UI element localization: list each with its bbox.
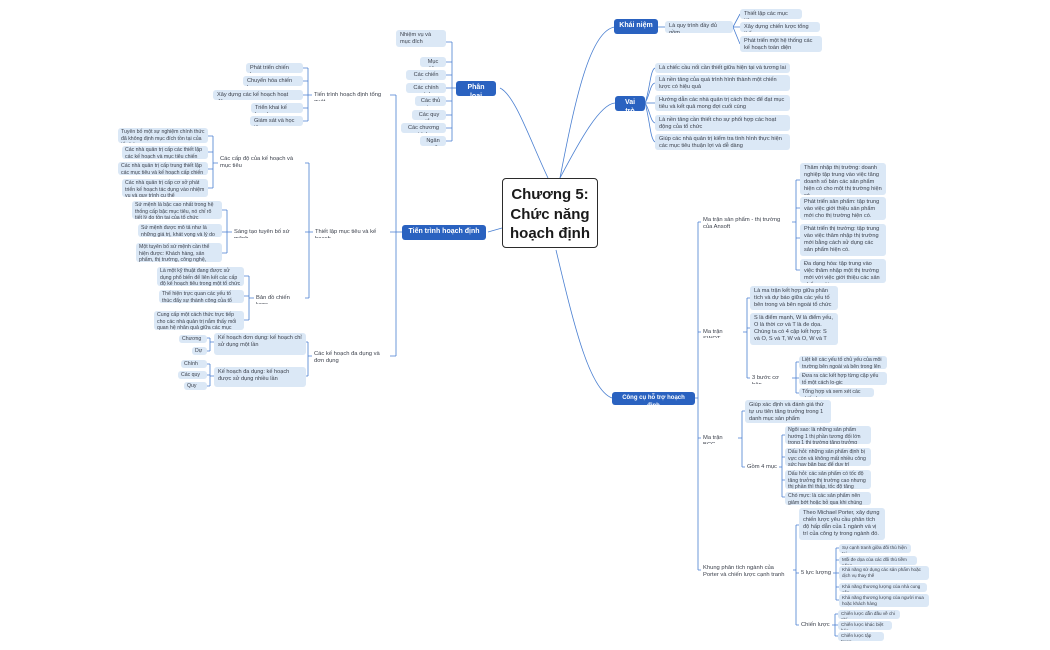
swot-item[interactable]: S là điểm mạnh, W là điểm yếu, O là thời…	[750, 313, 838, 345]
porter-strategy[interactable]: Chiến lược khác biệt hóa	[838, 621, 892, 630]
swot-label[interactable]: Ma trận SWOT	[703, 329, 723, 338]
ansoft-item[interactable]: Đa dạng hóa: tập trung vào việc thâm nhậ…	[800, 259, 886, 283]
topic-tien-trinh[interactable]: Tiến trình hoạch định	[402, 225, 486, 240]
su-menh-label[interactable]: Sáng tạo tuyên bố sứ mệnh	[234, 229, 290, 238]
porter-forces-label[interactable]: 5 lực lượng	[801, 570, 831, 576]
swot-step[interactable]: Liệt kê các yếu tố chủ yếu của môi trườn…	[799, 356, 887, 369]
tong-quat-item[interactable]: Giám sát và học tập	[250, 116, 303, 126]
vai-tro-item[interactable]: Là nền tảng của quá trình hình thành một…	[655, 75, 790, 91]
bcg-four-label[interactable]: Gồm 4 mục	[747, 464, 777, 470]
khai-niem-item[interactable]: Phát triển một hệ thống các kế hoạch toà…	[740, 36, 822, 52]
swot-item[interactable]: Là ma trận kết hợp giữa phân tích và dự …	[750, 286, 838, 310]
da-dung-item[interactable]: Các quy định	[178, 371, 207, 379]
ansoft-item[interactable]: Phát triển thị trường: tập trung vào việ…	[800, 224, 886, 256]
swot-steps-label[interactable]: 3 bước cơ bản	[752, 375, 779, 384]
su-menh-item[interactable]: Sứ mệnh là bậc cao nhất trong hệ thống c…	[132, 201, 222, 219]
porter-force[interactable]: Khả năng thương lượng của người mua hoặc…	[839, 594, 929, 607]
swot-step[interactable]: Tổng hợp và xem xét các chiến lược	[799, 388, 874, 397]
phan-loai-item[interactable]: Các chương trình	[401, 123, 446, 133]
cap-do-item[interactable]: Các nhà quản trị cấp các thiết lập các k…	[122, 146, 208, 159]
thiet-lap-label[interactable]: Thiết lập mục tiêu và kế hoạch	[315, 229, 377, 238]
cap-do-item[interactable]: Các nhà quản trị cấp cơ sở phát triển kế…	[122, 179, 208, 197]
don-dung-item[interactable]: Dự án	[192, 347, 207, 355]
porter-intro[interactable]: Theo Michael Porter, xây dựng chiến lược…	[799, 508, 885, 540]
ban-do-item[interactable]: Cung cấp một cách thức trực tiếp cho các…	[154, 311, 244, 330]
topic-phan-loai[interactable]: Phân loại	[456, 81, 496, 96]
porter-label[interactable]: Khung phân tích ngành của Porter và chiế…	[703, 565, 785, 579]
phan-loai-item[interactable]: Các chính sách	[406, 83, 446, 93]
tong-quat-item[interactable]: Chuyển hóa chiến lược	[243, 76, 303, 86]
tong-quat-item[interactable]: Phát triển chiến lược	[246, 63, 303, 73]
porter-force[interactable]: Sự cạnh tranh giữa đối thủ hiện tại	[839, 544, 911, 553]
phan-loai-item[interactable]: Mục tiêu	[420, 57, 446, 67]
bcg-quadrant[interactable]: Dấu hỏi: những sản phẩm định bị vực còn …	[785, 448, 871, 466]
ansoft-item[interactable]: Phát triển sản phẩm: tập trung vào việc …	[800, 197, 886, 220]
bcg-quadrant[interactable]: Ngôi sao: là những sản phẩm hướng 1 thị …	[785, 426, 871, 444]
ansoft-item[interactable]: Thâm nhập thị trường: doanh nghiệp tập t…	[800, 163, 886, 195]
ban-do-label[interactable]: Bản đồ chiến lược	[256, 295, 290, 304]
porter-strategy[interactable]: Chiến lược dẫn đầu về chi phí	[838, 610, 900, 619]
phan-loai-item[interactable]: Ngân quỹ	[420, 136, 446, 146]
ban-do-item[interactable]: Thể hiện trực quan các yếu tố thúc đẩy s…	[159, 290, 244, 303]
da-dung-plan[interactable]: Kế hoạch đa dụng: kế hoạch được sử dụng …	[214, 367, 306, 387]
cap-do-label[interactable]: Các cấp độ của kế hoạch và mục tiêu	[220, 156, 294, 170]
vai-tro-item[interactable]: Giúp các nhà quản trị kiểm tra tình hình…	[655, 134, 790, 150]
su-menh-item[interactable]: Sứ mệnh được mô tả như là những giá trị,…	[138, 224, 222, 237]
swot-step[interactable]: Đưa ra các kết hợp từng cặp yếu tố một c…	[799, 372, 887, 385]
bcg-item[interactable]: Giúp xác định và đánh giá thứ tự ưu tiên…	[745, 400, 831, 423]
porter-strategy-label[interactable]: Chiến lược	[801, 622, 830, 628]
porter-force[interactable]: Mối đe dọa của các đối thủ tiềm năng	[839, 556, 917, 565]
tong-quat-item[interactable]: Triển khai kế hoạch	[251, 103, 303, 113]
vai-tro-item[interactable]: Là nền tảng cần thiết cho sự phối hợp cá…	[655, 115, 790, 131]
phan-loai-item[interactable]: Các quy tắc	[412, 110, 446, 120]
center-topic[interactable]: Chương 5: Chức năng hoạch định	[502, 178, 598, 248]
su-menh-item[interactable]: Một tuyên bố sứ mệnh cần thể hiện được: …	[136, 243, 222, 262]
vai-tro-item[interactable]: Là chiếc cầu nối cần thiết giữa hiện tại…	[655, 63, 790, 73]
don-dung-item[interactable]: Chương trình	[179, 335, 207, 343]
phan-loai-item[interactable]: Nhiệm vụ và mục đích	[396, 30, 446, 47]
khai-niem-sub[interactable]: Là quy trình đầy đủ gồm	[665, 21, 733, 33]
ban-do-item[interactable]: Là một kỹ thuật đang được sử dụng phổ bi…	[157, 267, 244, 286]
cap-do-item[interactable]: Các nhà quản trị cấp trung thiết lập các…	[118, 162, 208, 175]
topic-khai-niem[interactable]: Khái niệm	[614, 19, 658, 34]
da-dung-item[interactable]: Quy trình	[184, 382, 207, 390]
phan-loai-item[interactable]: Các thủ tục	[415, 96, 446, 106]
phan-loai-item[interactable]: Các chiến lược	[406, 70, 446, 80]
porter-strategy[interactable]: Chiến lược tập trung	[838, 632, 884, 641]
vai-tro-item[interactable]: Hướng dẫn các nhà quản trị cách thức để …	[655, 95, 790, 111]
da-dung-label[interactable]: Các kế hoạch đa dụng và đơn dụng	[314, 351, 380, 365]
topic-cong-cu[interactable]: Công cụ hỗ trợ hoạch định	[612, 392, 695, 405]
khai-niem-item[interactable]: Thiết lập các mục tiêu	[740, 9, 802, 19]
topic-vai-tro[interactable]: Vai trò	[615, 96, 645, 111]
da-dung-item[interactable]: Chính sách	[181, 360, 207, 368]
bcg-label[interactable]: Ma trận BCG	[703, 435, 723, 444]
porter-force[interactable]: Khả năng thương lượng của nhà cung cấp	[839, 583, 927, 592]
cap-do-item[interactable]: Tuyên bố một sự nghiệm chính thức đã khô…	[118, 128, 208, 143]
don-dung-plan[interactable]: Kế hoạch đơn dụng: kế hoạch chỉ sử dụng …	[214, 333, 306, 355]
khai-niem-item[interactable]: Xây dựng chiến lược tổng thể	[740, 22, 820, 32]
bcg-quadrant[interactable]: Chó mực: là các sản phẩm nên giảm bớt ho…	[785, 492, 871, 505]
bcg-quadrant[interactable]: Dấu hỏi: các sản phẩm có tốc độ tăng trư…	[785, 470, 871, 489]
tong-quat-item[interactable]: Xây dựng các kế hoạch hoạt động	[213, 90, 303, 100]
porter-force[interactable]: Khả năng sử dụng các sản phẩm hoặc dịch …	[839, 566, 929, 580]
ansoft-label[interactable]: Ma trận sản phẩm - thị trường của Ansoft	[703, 217, 781, 231]
